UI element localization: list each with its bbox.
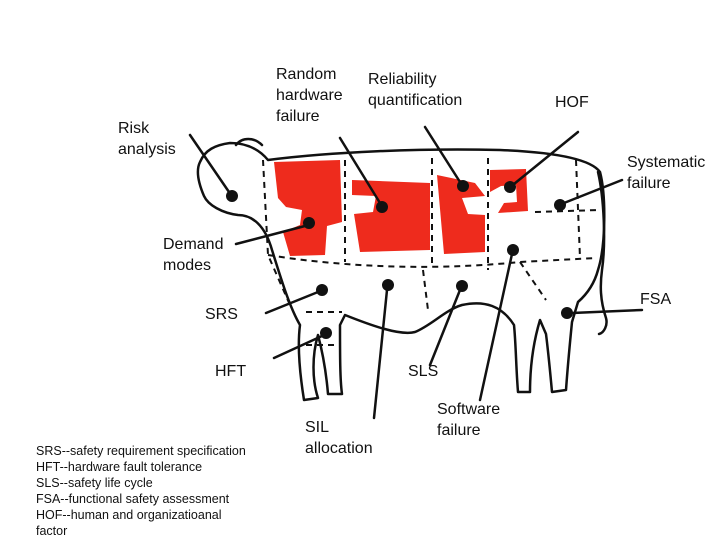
dot-srs (316, 284, 328, 296)
legend-line: HFT--hardware fault tolerance (36, 459, 246, 475)
legend-line: SRS--safety requirement specification (36, 443, 246, 459)
cow-outline (198, 139, 607, 400)
label-random-hardware-failure: Random hardware failure (276, 64, 343, 127)
leader-sls (430, 290, 460, 365)
label-hft: HFT (215, 361, 246, 382)
highlighted-regions (274, 160, 528, 256)
dot-systematic (554, 199, 566, 211)
highlight-region-demand (274, 160, 342, 256)
dot-sls (456, 280, 468, 292)
abbreviation-legend: SRS--safety requirement specification HF… (36, 443, 246, 539)
leader-fsa (572, 310, 642, 313)
label-hof: HOF (555, 92, 589, 113)
label-risk-analysis: Risk analysis (118, 118, 176, 160)
label-sil-allocation: SIL allocation (305, 417, 373, 459)
label-demand-modes: Demand modes (163, 234, 223, 276)
legend-line: factor (36, 523, 246, 539)
legend-line: FSA--functional safety assessment (36, 491, 246, 507)
label-srs: SRS (205, 304, 238, 325)
cow-body-outline (198, 143, 604, 400)
dot-random-hardware (376, 201, 388, 213)
legend-line: HOF--human and organizatioanal (36, 507, 246, 523)
dot-sil (382, 279, 394, 291)
leader-reliability (425, 127, 460, 182)
legend-line: SLS--safety life cycle (36, 475, 246, 491)
leader-systematic (564, 180, 622, 203)
label-reliability-quantification: Reliability quantification (368, 69, 462, 111)
highlight-region-random-hardware (352, 180, 430, 252)
label-software-failure: Software failure (437, 399, 500, 441)
label-fsa: FSA (640, 289, 671, 310)
leader-sil (374, 290, 387, 418)
label-systematic-failure: Systematic failure (627, 152, 705, 194)
leader-software (480, 254, 512, 400)
label-sls: SLS (408, 361, 438, 382)
